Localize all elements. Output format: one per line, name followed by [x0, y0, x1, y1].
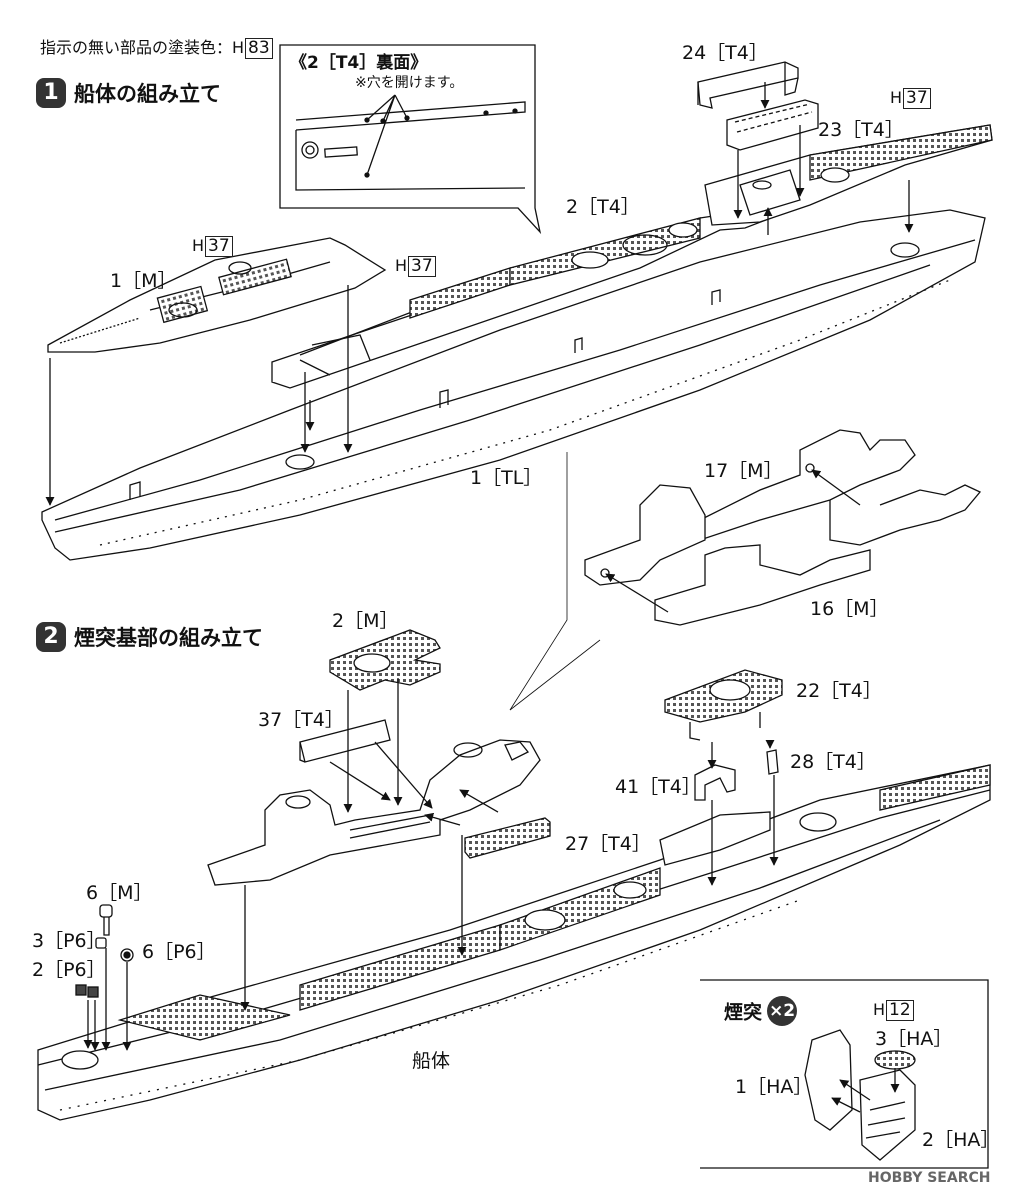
paint-code: 37 — [408, 256, 436, 277]
step2-heading: 2 煙突基部の組み立て — [36, 622, 263, 652]
paint-code: 37 — [903, 88, 931, 109]
paint-prefix: H — [890, 88, 903, 107]
part-22-T4 — [664, 669, 783, 741]
label-23-T4: 23［T4］ — [818, 119, 904, 141]
label-27-T4: 27［T4］ — [565, 833, 651, 855]
callout-title: 《2［T4］裏面》 — [290, 53, 428, 73]
part-17-M — [699, 429, 982, 546]
part-2-M — [329, 629, 441, 691]
funnel-count-badge: ×2 — [767, 996, 798, 1026]
label-3-P6: 3［P6］ — [32, 930, 106, 952]
step2-arrows — [83, 678, 779, 1051]
step1-arrows — [45, 82, 914, 506]
label-1-HA: 1［HA］ — [735, 1076, 813, 1098]
label-17-M: 17［M］ — [704, 460, 783, 482]
part-41-T4 — [694, 764, 736, 801]
watermark: HOBBY SEARCH — [868, 1170, 990, 1186]
paint-prefix: H — [192, 236, 205, 255]
label-2-M: 2［M］ — [332, 610, 399, 632]
funnel-base-assembly — [207, 739, 541, 886]
funnel-arrows — [831, 1068, 900, 1113]
paint-code: 12 — [886, 1000, 914, 1021]
funnel-title: 煙突 — [724, 1001, 763, 1024]
step2-title: 煙突基部の組み立て — [74, 626, 263, 650]
part-28-T4 — [766, 749, 779, 775]
step2-number: 2 — [36, 622, 66, 652]
part-37-T4 — [299, 719, 391, 763]
step1-number: 1 — [36, 78, 66, 108]
aft-deck-part — [704, 124, 993, 226]
label-1-TL: 1［TL］ — [470, 467, 543, 489]
label-2-HA: 2［HA］ — [922, 1129, 1000, 1151]
step1-heading: 1 船体の組み立て — [36, 78, 221, 108]
label-6-P6: 6［P6］ — [142, 941, 216, 963]
label-37-T4: 37［T4］ — [258, 709, 344, 731]
label-3-HA: 3［HA］ — [875, 1028, 953, 1050]
label-hull: 船体 — [412, 1050, 451, 1072]
part-16-M — [584, 484, 871, 626]
label-28-T4: 28［T4］ — [790, 751, 876, 773]
paint-prefix: H — [232, 38, 245, 57]
label-22-T4: 22［T4］ — [796, 680, 882, 702]
part-27-T4 — [464, 817, 551, 859]
label-41-T4: 41［T4］ — [615, 776, 701, 798]
funnel-heading: 煙突 ×2 — [724, 996, 798, 1026]
step1-sub-arrows — [605, 469, 861, 613]
callout-box — [279, 44, 542, 235]
label-16-M: 16［M］ — [810, 598, 889, 620]
label-1-M: 1［M］ — [110, 270, 177, 292]
small-parts-left — [75, 904, 134, 998]
callout-note: ※穴を開けます。 — [355, 75, 464, 91]
paint-code: 37 — [205, 236, 233, 257]
hull-part — [41, 209, 986, 561]
label-6-M: 6［M］ — [86, 882, 153, 904]
paint-code: 83 — [245, 38, 273, 59]
label-24-T4: 24［T4］ — [682, 42, 768, 64]
part-24-T4 — [697, 61, 799, 109]
note-text: 指示の無い部品の塗装色： — [40, 38, 233, 57]
mid-deck-part — [271, 183, 811, 389]
hull-step2 — [37, 764, 991, 1121]
step1-title: 船体の組み立て — [74, 82, 221, 106]
fore-deck-part — [47, 237, 387, 353]
paint-prefix: H — [873, 1000, 886, 1019]
label-2-T4: 2［T4］ — [566, 196, 640, 218]
part-23-T4 — [726, 99, 819, 151]
label-2-P6: 2［P6］ — [32, 959, 106, 981]
paint-prefix: H — [395, 256, 408, 275]
watermark-text: HOBBY SEARCH — [868, 1170, 991, 1186]
